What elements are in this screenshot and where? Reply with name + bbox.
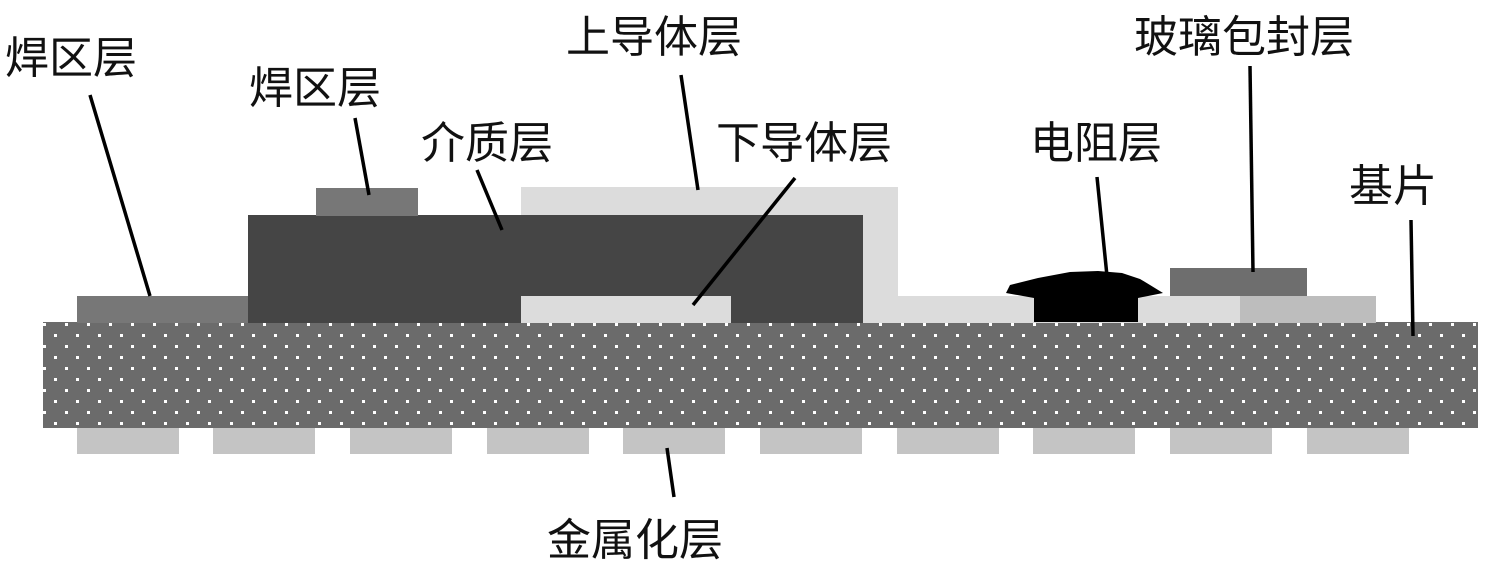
- metallization-pad: [1033, 427, 1135, 454]
- label-pad-layer-top: 焊区层: [249, 63, 381, 114]
- leader-glass: [1248, 65, 1255, 273]
- metallization-pad: [350, 427, 452, 454]
- leader-lower-conductor: [691, 176, 797, 307]
- metallization-pad: [1170, 427, 1272, 454]
- leader-lines: [88, 65, 1415, 498]
- label-substrate: 基片: [1349, 161, 1437, 212]
- leader-pad-top: [353, 117, 371, 196]
- metallization-pad: [77, 427, 179, 454]
- label-resistor: 电阻层: [1030, 118, 1162, 169]
- pad-layer-left: [77, 296, 249, 323]
- leader-dielectric: [475, 169, 504, 231]
- metallization-pad: [897, 427, 999, 454]
- label-metallization: 金属化层: [547, 515, 723, 566]
- substrate-dot-pattern: [43, 322, 1478, 428]
- right-pad-layer: [1240, 296, 1376, 323]
- label-dielectric: 介质层: [421, 118, 553, 169]
- metallization-layer: [77, 427, 1409, 454]
- metallization-pad: [213, 427, 315, 454]
- leader-upper-conductor: [679, 74, 700, 191]
- label-upper-conductor: 上导体层: [566, 12, 742, 63]
- leader-metallization: [665, 447, 676, 498]
- lower-conductor-layer: [521, 296, 731, 323]
- label-glass-encapsulation: 玻璃包封层: [1134, 12, 1354, 63]
- leader-pad-left: [88, 94, 152, 297]
- label-pad-layer-left: 焊区层: [5, 33, 137, 84]
- leader-substrate: [1409, 219, 1415, 337]
- metallization-pad: [760, 427, 862, 454]
- upper-conductor-top: [521, 187, 898, 217]
- leader-resistor: [1095, 176, 1109, 277]
- metallization-pad: [623, 427, 725, 454]
- metallization-pad: [1307, 427, 1409, 454]
- resistor-layer: [1006, 271, 1163, 322]
- label-lower-conductor: 下导体层: [716, 118, 892, 169]
- glass-encapsulation-layer: [1170, 268, 1307, 296]
- metallization-pad: [487, 427, 589, 454]
